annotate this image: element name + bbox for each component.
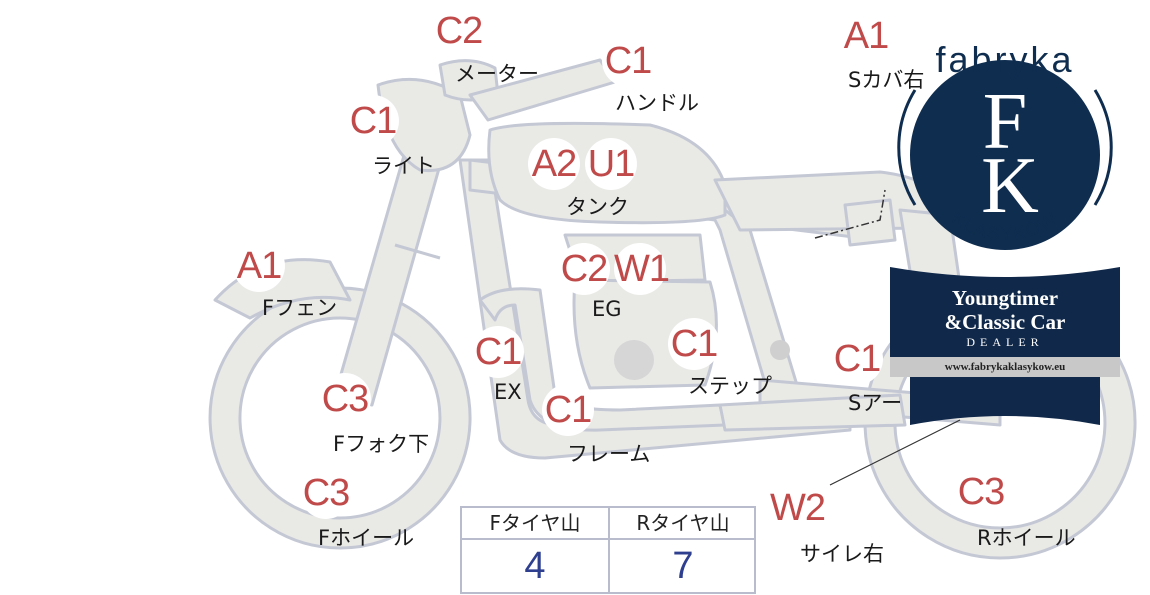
front-tread-header: Fタイヤ山 — [462, 508, 608, 540]
label-exhaust: EX — [494, 380, 522, 404]
muffler — [718, 393, 907, 432]
label-f-fork-lower: Fフォク下 — [333, 432, 430, 456]
badge-engine-a: C2 — [558, 243, 610, 295]
logo-ring-left — [897, 89, 917, 206]
tire-tread-table: Fタイヤ山 Rタイヤ山 4 7 — [460, 506, 756, 594]
front-wheel — [208, 286, 472, 550]
fork-band — [394, 243, 441, 260]
badge-s-arm: C1 — [831, 333, 883, 385]
label-step: ステップ — [688, 374, 772, 398]
logo-initial-k: K — [981, 142, 1039, 230]
badge-r-wheel: C3 — [955, 466, 1007, 518]
front-tread-value: 4 — [524, 545, 546, 587]
fabryka-klasykow-logo: fabryka F K KLASYKÓW — [897, 39, 1113, 250]
label-frame: フレーム — [567, 442, 651, 466]
badge-engine-b: W1 — [614, 243, 670, 295]
label-r-wheel: Rホイール — [977, 526, 1076, 550]
dealer-line-3: DEALER — [966, 335, 1044, 349]
dealer-banner-shape — [890, 267, 1120, 425]
badge-f-fender: A1 — [233, 240, 285, 292]
label-light: ライト — [372, 154, 435, 178]
exhaust-pipe — [478, 287, 727, 432]
badge-frame: C1 — [542, 384, 594, 436]
label-engine: EG — [592, 297, 622, 321]
rear-tread-header: Rタイヤ山 — [610, 508, 756, 540]
dealer-banner: Youngtimer &Classic Car DEALER www.fabry… — [890, 262, 1120, 427]
label-f-fender: Fフェン — [262, 296, 338, 320]
label-seat-cover-r: Sカバ右 — [848, 68, 925, 92]
badge-meter: C2 — [433, 5, 485, 57]
leader-line-muffler — [829, 419, 961, 486]
step-peg-dot — [770, 340, 790, 360]
badge-light: C1 — [347, 95, 399, 147]
dealer-line-1: Youngtimer — [951, 286, 1059, 310]
label-s-arm: Sアー — [848, 391, 903, 415]
label-muffler-r: サイレ右 — [800, 542, 884, 566]
logo-ring-right — [1093, 89, 1113, 206]
badge-handle: C1 — [602, 35, 654, 87]
label-meter: メーター — [455, 62, 539, 86]
dealer-line-2: &Classic Car — [944, 310, 1066, 334]
label-f-wheel: Fホイール — [318, 526, 415, 550]
badge-tank-b: U1 — [585, 138, 637, 190]
engine-cover-dot — [614, 340, 654, 380]
table-divider — [608, 508, 610, 592]
badge-exhaust: C1 — [472, 326, 524, 378]
badge-tank-a: A2 — [528, 138, 580, 190]
badge-f-fork-lower: C3 — [319, 373, 371, 425]
logo-initial-f: F — [983, 78, 1028, 166]
badge-step: C1 — [668, 318, 720, 370]
leader-line-seat-cover — [814, 189, 886, 239]
label-handle: ハンドル — [615, 91, 699, 115]
badge-f-wheel: C3 — [300, 467, 352, 519]
logo-brand-text: fabryka — [935, 39, 1074, 80]
rear-tread-value: 7 — [672, 545, 694, 587]
badge-seat-cover-r: A1 — [840, 10, 892, 62]
dealer-url: www.fabrykaklasykow.eu — [944, 361, 1066, 373]
label-tank: タンク — [566, 195, 629, 219]
logo-disc — [910, 60, 1100, 250]
side-cover — [843, 198, 897, 247]
badge-muffler-r: W2 — [770, 482, 826, 534]
